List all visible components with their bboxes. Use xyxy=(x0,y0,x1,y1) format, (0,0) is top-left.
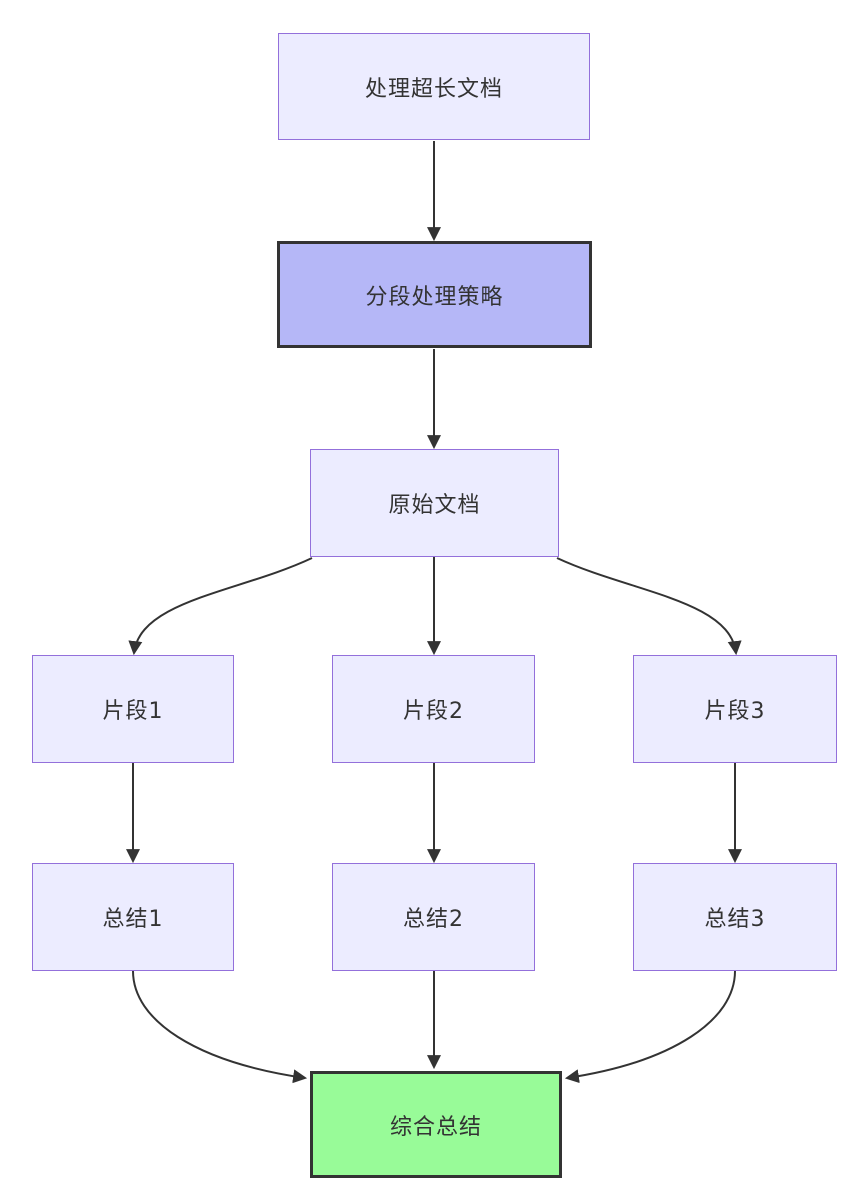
node-fragment-2: 片段2 xyxy=(332,655,535,763)
edge-c-f xyxy=(556,557,742,656)
node-combined-summary: 综合总结 xyxy=(310,1071,562,1178)
node-summary-3: 总结3 xyxy=(633,863,837,971)
node-fragment-3: 片段3 xyxy=(633,655,837,763)
edge-i-j xyxy=(564,970,736,1084)
node-process-long-doc: 处理超长文档 xyxy=(278,33,590,140)
edge-g-j xyxy=(132,970,308,1084)
node-summary-1: 总结1 xyxy=(32,863,234,971)
node-fragment-1: 片段1 xyxy=(32,655,234,763)
node-segmentation-strategy: 分段处理策略 xyxy=(277,241,592,348)
edge-c-d xyxy=(128,557,313,656)
node-original-doc: 原始文档 xyxy=(310,449,559,557)
node-summary-2: 总结2 xyxy=(332,863,535,971)
